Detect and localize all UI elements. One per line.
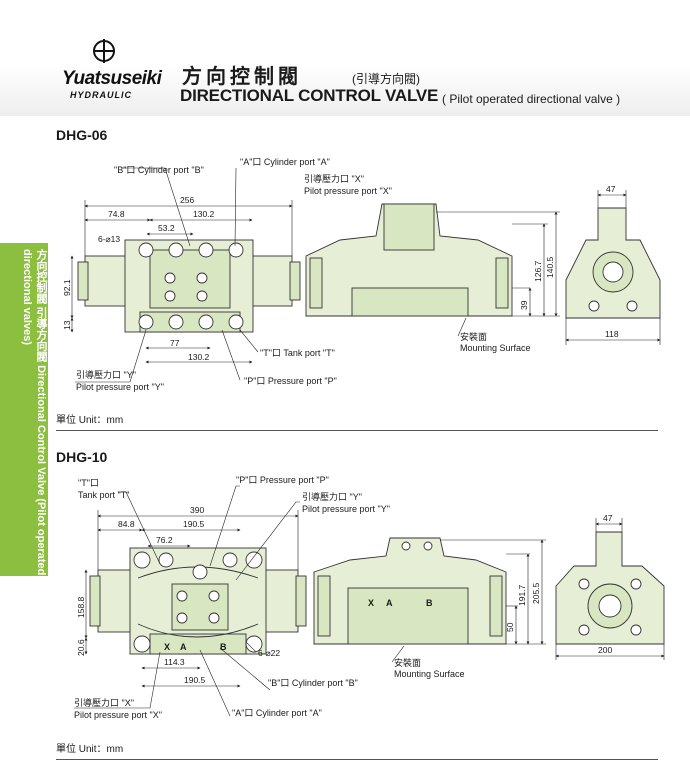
header-band xyxy=(0,0,690,116)
dim-6-22: 6-⌀22 xyxy=(258,648,280,658)
label-cylinder-port-b: "B"口 Cylinder port "B" xyxy=(268,678,358,688)
dim-92-1: 92.1 xyxy=(62,279,72,296)
dim-74-8: 74.8 xyxy=(108,209,125,219)
label-mounting-en: Mounting Surface xyxy=(460,343,531,353)
dim-200: 200 xyxy=(598,645,612,655)
dim-47-b: 47 xyxy=(603,513,613,523)
label-pilot-y-cn: 引導壓力口 "Y" xyxy=(76,369,136,380)
page-bottom-rule xyxy=(56,759,658,760)
label-cylinder-port-a: "A"口 Cylinder port "A" xyxy=(232,708,322,718)
label-pressure-port-p: "P"口 Pressure port "P" xyxy=(236,475,329,485)
page-title-cn-sub: (引導方向閥) xyxy=(352,72,420,86)
logo-mark-icon xyxy=(93,39,115,63)
dhg10-front-view xyxy=(313,537,507,645)
dim-130-2b: 130.2 xyxy=(188,352,210,362)
dim-114-3: 114.3 xyxy=(164,657,185,667)
label-pilot-x-en: Pilot pressure port "X" xyxy=(304,186,392,196)
dhg06-top-labels: "B"口 Cylinder port "B" "A"口 Cylinder por… xyxy=(76,157,392,392)
label-pilot-y-cn: 引導壓力口 "Y" xyxy=(302,491,362,502)
dim-256: 256 xyxy=(180,195,194,205)
dim-84-8: 84.8 xyxy=(118,519,135,529)
dhg06-top-dim-text: 256 74.8 130.2 53.2 6-⌀13 92.1 13 77 130… xyxy=(62,195,215,362)
dhg10-top-labels: "T"口 Tank port "T" "P"口 Pressure port "P… xyxy=(74,475,390,720)
page-title-cn: 方向控制閥 xyxy=(182,66,302,88)
dim-205-5: 205.5 xyxy=(531,582,541,604)
brand-name: Yuatsuseiki xyxy=(62,68,162,89)
dhg10-top-dim-text: 390 84.8 190.5 76.2 158.8 20.6 114.3 190… xyxy=(76,505,280,685)
label-tank-port-t-en: Tank port "T" xyxy=(78,490,129,500)
dhg10-front-dims xyxy=(391,539,546,663)
brand-logo: Yuatsuseiki HYDRAULIC xyxy=(62,38,174,112)
dhg10-front-marks: X A B xyxy=(368,598,433,608)
dim-47: 47 xyxy=(606,184,616,194)
dim-130-2: 130.2 xyxy=(193,209,215,219)
page-title-en: DIRECTIONAL CONTROL VALVE xyxy=(180,86,439,105)
dim-50: 50 xyxy=(505,622,515,632)
dim-39: 39 xyxy=(519,300,529,310)
dim-126-7: 126.7 xyxy=(533,260,543,282)
category-side-tab: 方向控制閥 引導方向閥 Directional Control Valve (P… xyxy=(0,243,48,576)
label-pilot-y-en: Pilot pressure port "Y" xyxy=(76,382,164,392)
mark-b: B xyxy=(220,642,227,652)
label-pilot-y-en: Pilot pressure port "Y" xyxy=(302,504,390,514)
dhg10-front-text: 50 191.7 205.5 安裝面 Mounting Surface xyxy=(394,582,541,679)
dim-140-5: 140.5 xyxy=(545,256,555,278)
side-tab-text: 方向控制閥 引導方向閥 Directional Control Valve (P… xyxy=(21,249,47,576)
dhg06-side-text: 47 118 xyxy=(605,184,619,339)
dhg06-front-text: 39 126.7 140.5 安裝面 Mounting Surface xyxy=(460,256,555,353)
dhg10-title: DHG-10 xyxy=(56,449,108,465)
label-mounting-en: Mounting Surface xyxy=(394,669,465,679)
dim-191-7: 191.7 xyxy=(517,584,527,606)
dhg10-side-view xyxy=(555,531,665,645)
dhg06-front-dims xyxy=(436,211,560,337)
page-title-en-sub: ( Pilot operated directional valve ) xyxy=(442,92,621,106)
dim-6-13: 6-⌀13 xyxy=(98,234,120,244)
dhg10-side-text: 47 200 xyxy=(598,513,613,655)
mark-a-front: A xyxy=(386,598,393,608)
dhg06-top-view xyxy=(77,239,301,333)
dhg10-unit: 單位 Unit：mm xyxy=(56,744,124,755)
label-pilot-x-cn: 引導壓力口 "X" xyxy=(304,173,364,184)
label-tank-port-t-cn: "T"口 xyxy=(78,478,99,488)
mark-x-front: X xyxy=(368,598,374,608)
dhg06-unit: 單位 Unit：mm xyxy=(56,415,124,426)
dim-390: 390 xyxy=(190,505,204,515)
dim-76-2: 76.2 xyxy=(156,535,173,545)
label-cylinder-port-b: "B"口 Cylinder port "B" xyxy=(114,165,204,175)
dhg10-side-dims xyxy=(555,518,665,660)
dim-158-8: 158.8 xyxy=(76,596,86,618)
label-mounting-cn: 安裝面 xyxy=(460,331,487,342)
dim-53-2: 53.2 xyxy=(158,223,175,233)
dim-77: 77 xyxy=(170,338,180,348)
dhg06-top-bolts xyxy=(138,242,244,330)
mark-a: A xyxy=(180,642,187,652)
dhg10-top-bolts xyxy=(133,551,263,653)
label-pilot-x-en: Pilot pressure port "X" xyxy=(74,710,162,720)
dim-190-5b: 190.5 xyxy=(184,675,206,685)
dhg06-top-dims xyxy=(70,167,293,383)
mark-b-front: B xyxy=(426,598,433,608)
dim-13: 13 xyxy=(62,320,72,330)
label-pressure-port-p: "P"口 Pressure port "P" xyxy=(244,376,337,386)
label-cylinder-port-a: "A"口 Cylinder port "A" xyxy=(240,157,330,167)
dim-190-5: 190.5 xyxy=(183,519,205,529)
dhg06-side-view xyxy=(565,207,661,319)
label-tank-port-t: "T"口 Tank port "T" xyxy=(260,348,335,358)
dim-118: 118 xyxy=(605,329,619,339)
dhg06-title: DHG-06 xyxy=(56,127,108,143)
dim-20-6: 20.6 xyxy=(76,639,86,656)
dhg10-top-dims xyxy=(74,485,300,717)
label-mounting-cn: 安裝面 xyxy=(394,657,421,668)
dhg06-front-view xyxy=(305,203,513,317)
brand-sub: HYDRAULIC xyxy=(70,90,132,100)
dhg06-side-dims xyxy=(565,190,661,345)
section-divider xyxy=(56,430,658,431)
mark-x: X xyxy=(164,642,170,652)
label-pilot-x-cn: 引導壓力口 "X" xyxy=(74,697,134,708)
dhg10-top-view xyxy=(89,547,307,655)
